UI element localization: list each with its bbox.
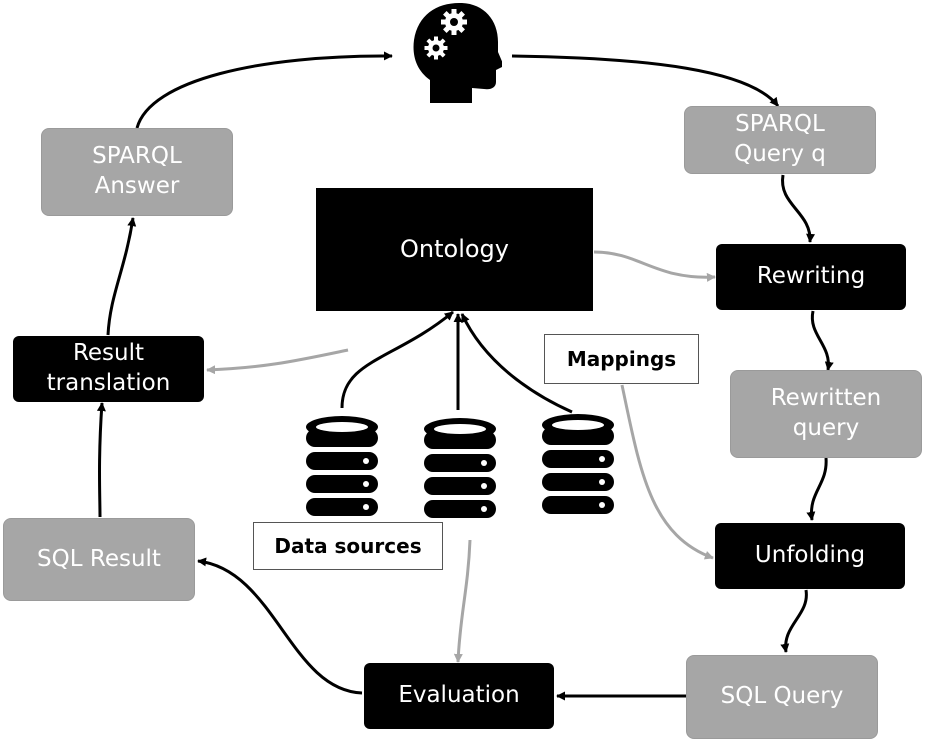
unfolding-node: Unfolding: [715, 523, 905, 589]
rewritten-query-node: Rewritten query: [730, 370, 922, 458]
ontology-node: Ontology: [316, 188, 593, 311]
arrow-ontology-to-translation: [206, 348, 349, 375]
arrow-evaluation-to-sqlresult: [197, 557, 363, 695]
database-icon: [424, 418, 496, 518]
arrow-unfolding-to-sqlquery: [780, 589, 808, 653]
evaluation-node: Evaluation: [364, 663, 554, 729]
arrow-datasources-to-evaluation: [453, 539, 472, 663]
database-icon: [542, 414, 614, 514]
sparql-query-node: SPARQL Query q: [684, 106, 876, 174]
arrow-answer-to-head: [135, 51, 393, 129]
arrow-sqlresult-to-translation: [96, 402, 106, 518]
arrow-head-to-query: [511, 54, 780, 107]
result-translation-node: Result translation: [13, 336, 204, 402]
arrow-rewriting-to-rewritten: [810, 310, 834, 371]
arrow-db1-to-ontology: [340, 310, 454, 409]
sparql-answer-node: SPARQL Answer: [41, 128, 233, 216]
sql-result-node: SQL Result: [3, 518, 195, 601]
arrow-translation-to-answer: [106, 217, 137, 336]
database-icon: [306, 416, 378, 516]
data-sources-label: Data sources: [253, 522, 443, 570]
rewriting-node: Rewriting: [716, 244, 906, 310]
arrow-ontology-to-rewriting: [593, 250, 716, 282]
mappings-label: Mappings: [544, 334, 699, 384]
brain-gears-head-icon: [413, 2, 502, 103]
arrow-db3-to-ontology: [460, 313, 573, 414]
arrow-query-to-rewriting: [781, 174, 816, 243]
sql-query-node: SQL Query: [686, 655, 878, 739]
arrow-mappings-to-unfolding: [620, 384, 714, 560]
arrow-rewritten-to-unfolding: [806, 457, 828, 521]
